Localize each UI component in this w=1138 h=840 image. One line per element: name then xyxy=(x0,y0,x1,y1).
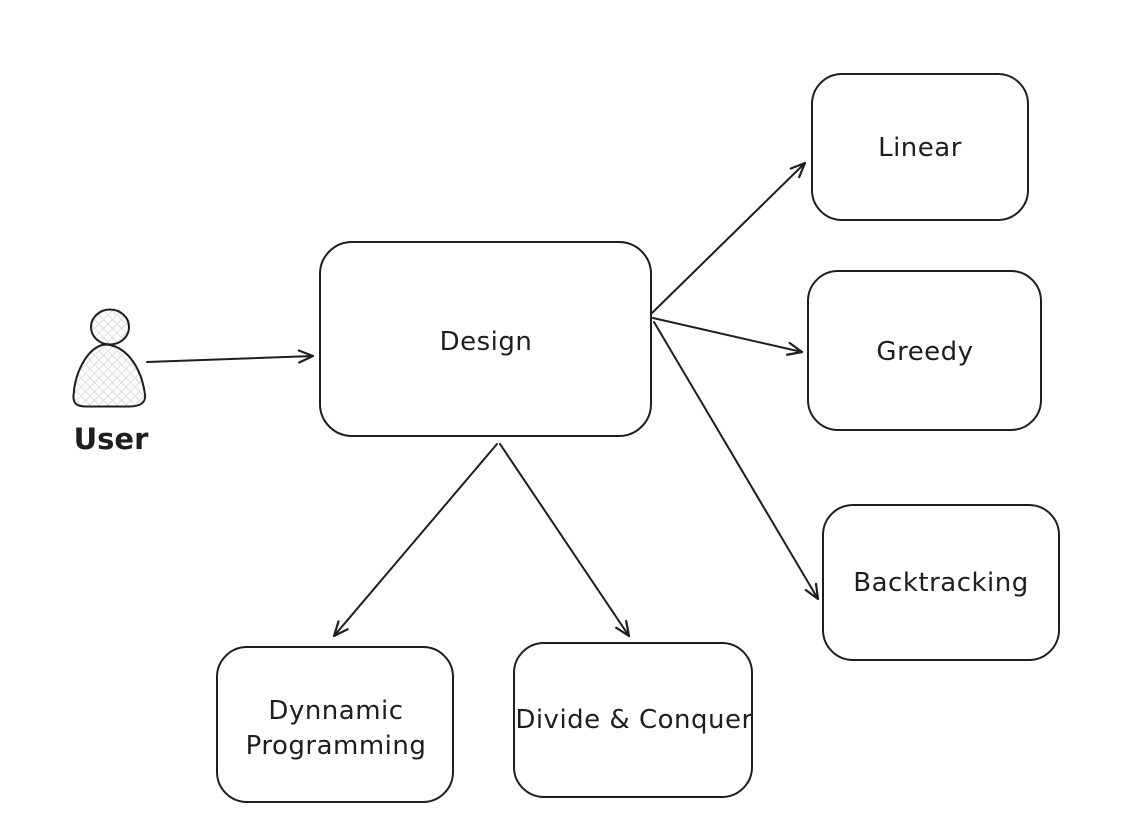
person-body xyxy=(72,343,147,408)
edge-design-to-divide-and-conquer xyxy=(499,443,631,638)
node-greedy: Greedy xyxy=(807,270,1042,431)
node-backtracking: Backtracking xyxy=(822,504,1060,661)
edge-design-to-dynamic-programming xyxy=(332,443,498,638)
person-icon xyxy=(72,308,147,408)
greedy-label: Greedy xyxy=(876,337,973,367)
node-design: Design xyxy=(319,241,652,437)
dynamic-programming-box xyxy=(216,646,454,803)
node-user: User xyxy=(72,308,149,456)
edge-user-to-design xyxy=(146,349,315,364)
divide-and-conquer-box xyxy=(513,642,753,798)
user-label: User xyxy=(74,422,149,456)
design-label: Design xyxy=(440,327,533,357)
dynamic-programming-label-line1: Dynnamic xyxy=(268,696,403,726)
edge-design-to-backtracking xyxy=(653,321,820,601)
node-divide-and-conquer: Divide & Conquer xyxy=(513,642,753,798)
edge-design-to-linear xyxy=(651,161,807,314)
divide-and-conquer-label: Divide & Conquer xyxy=(515,705,752,735)
design-box xyxy=(319,241,652,437)
node-dynamic-programming: Dynnamic Programming xyxy=(216,646,454,803)
backtracking-box xyxy=(822,504,1060,661)
edge-design-to-greedy xyxy=(652,317,804,356)
linear-label: Linear xyxy=(878,133,962,163)
linear-box xyxy=(811,73,1029,221)
dynamic-programming-label-line2: Programming xyxy=(246,731,427,761)
diagram-edges xyxy=(146,161,820,638)
node-linear: Linear xyxy=(811,73,1029,221)
backtracking-label: Backtracking xyxy=(853,568,1029,598)
greedy-box xyxy=(807,270,1042,431)
person-head xyxy=(90,308,130,346)
